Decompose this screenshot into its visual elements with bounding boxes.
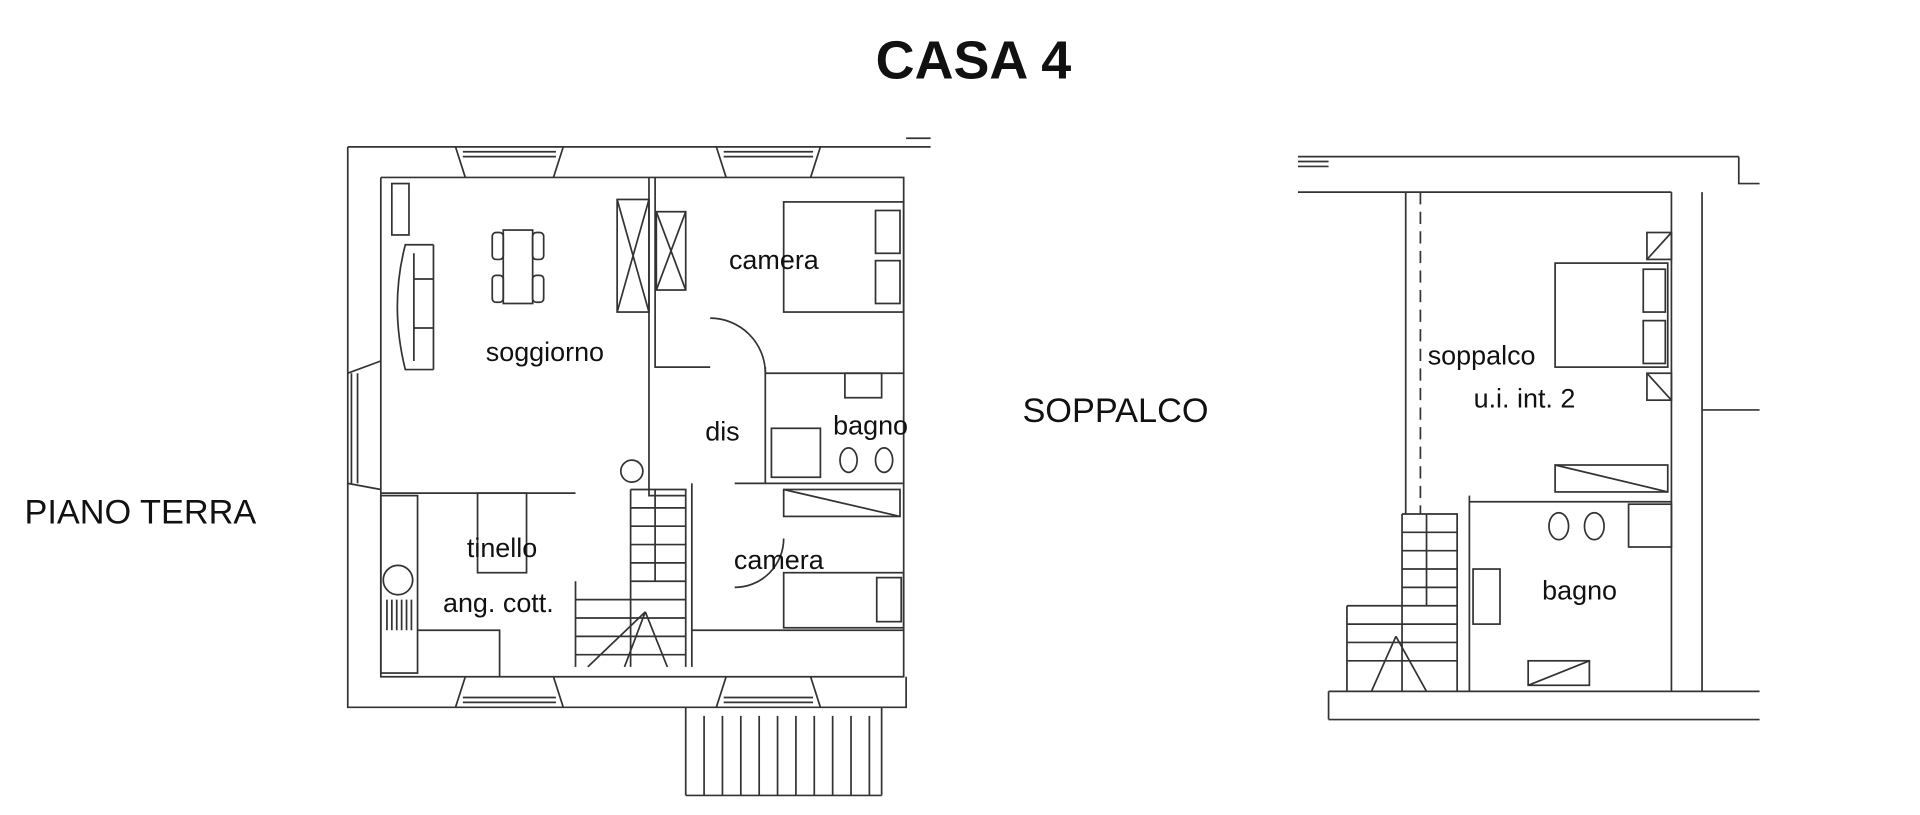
- room-label-mezzanine-bath: bagno: [1542, 576, 1617, 606]
- ground-floor-plan: PIANO TERRA: [24, 137, 931, 797]
- mezzanine-plan: SOPPALCO soppalco u.i. int. 2 bagno: [1022, 155, 1760, 721]
- room-label-living: soggiorno: [486, 337, 604, 367]
- room-label-bedroom1: camera: [729, 245, 819, 275]
- room-label-kitchen: ang. cott.: [443, 588, 554, 618]
- plan-title: CASA 4: [876, 30, 1072, 90]
- room-label-hall: dis: [705, 417, 739, 447]
- room-label-loft: soppalco: [1428, 341, 1536, 371]
- ground-floor-label: PIANO TERRA: [24, 494, 256, 532]
- room-label-bedroom2: camera: [734, 545, 824, 575]
- room-label-loft-unit: u.i. int. 2: [1474, 384, 1576, 414]
- room-label-bath: bagno: [833, 410, 908, 440]
- mezzanine-label: SOPPALCO: [1022, 392, 1208, 430]
- room-label-dining: tinello: [467, 533, 537, 563]
